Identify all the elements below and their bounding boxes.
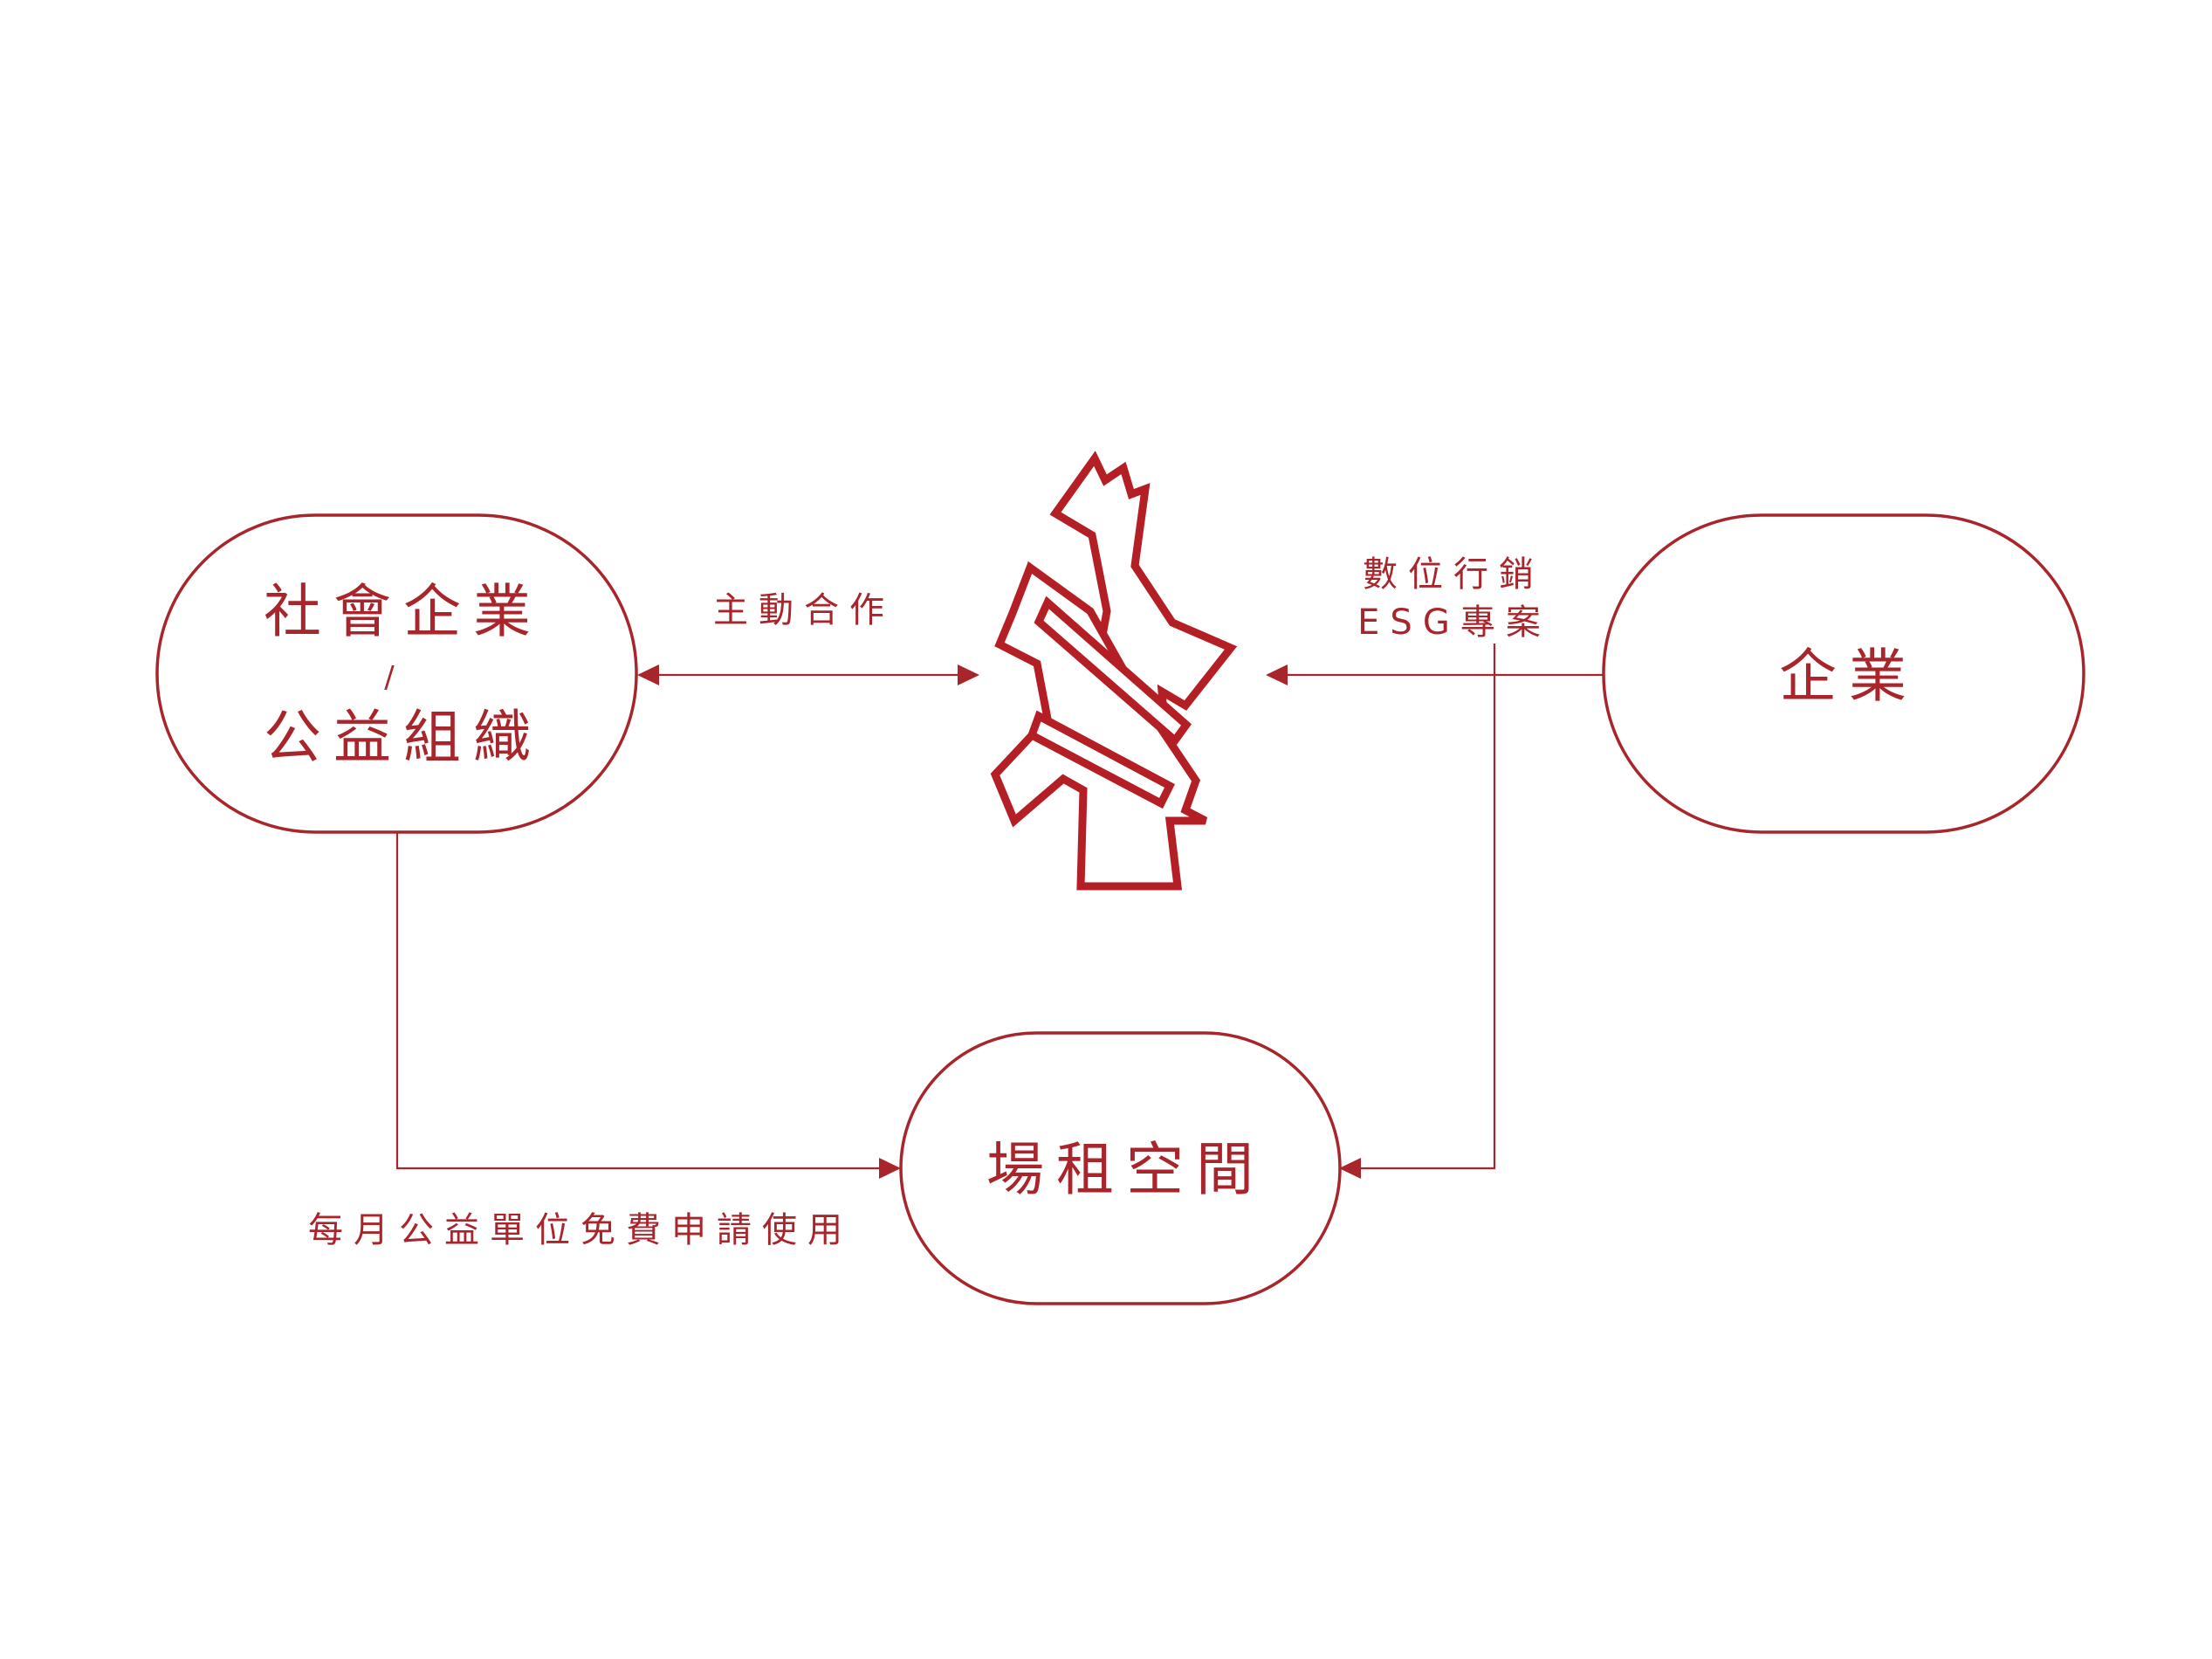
public-welfare-org-label: 公益組織 bbox=[264, 704, 543, 771]
social-enterprise-separator: / bbox=[384, 660, 395, 695]
venue-rental-label: 場租空間 bbox=[986, 1136, 1266, 1203]
social-to-venue-arrow-icon bbox=[879, 1158, 901, 1179]
enterprise-label: 企業 bbox=[1779, 643, 1919, 710]
enterprise-to-venue-connector bbox=[1357, 644, 1496, 1170]
monthly-free-usage-label: 每月公益單位免費申請使用 bbox=[308, 1210, 853, 1250]
social-to-venue-connector bbox=[395, 832, 883, 1170]
cooperation-arrow-right-icon bbox=[958, 664, 979, 685]
logo-lower-shape bbox=[990, 561, 1208, 891]
social-enterprise-label: 社會企業 bbox=[264, 578, 543, 645]
cooperation-label: 主動合作 bbox=[713, 590, 895, 630]
social-enterprise-box bbox=[155, 513, 638, 834]
enterprise-to-logo-arrow-icon bbox=[1266, 664, 1288, 685]
venue-rental-box bbox=[899, 1031, 1342, 1305]
enterprise-box bbox=[1602, 513, 2085, 834]
digital-marketing-label: 數位行銷 bbox=[1363, 554, 1544, 595]
social-enterprise-node: 社會企業 / 公益組織 bbox=[155, 513, 638, 834]
logo-band-upper bbox=[1034, 595, 1192, 747]
phoenix-logo-icon bbox=[990, 451, 1238, 891]
cooperation-arrow-left-icon bbox=[637, 664, 659, 685]
logo-band-lower bbox=[1027, 710, 1175, 809]
esg-project-label: ESG專案 bbox=[1357, 602, 1551, 643]
enterprise-to-venue-arrow-icon bbox=[1339, 1158, 1361, 1179]
venue-rental-node: 場租空間 bbox=[899, 1031, 1342, 1305]
enterprise-node: 企業 bbox=[1602, 513, 2085, 834]
